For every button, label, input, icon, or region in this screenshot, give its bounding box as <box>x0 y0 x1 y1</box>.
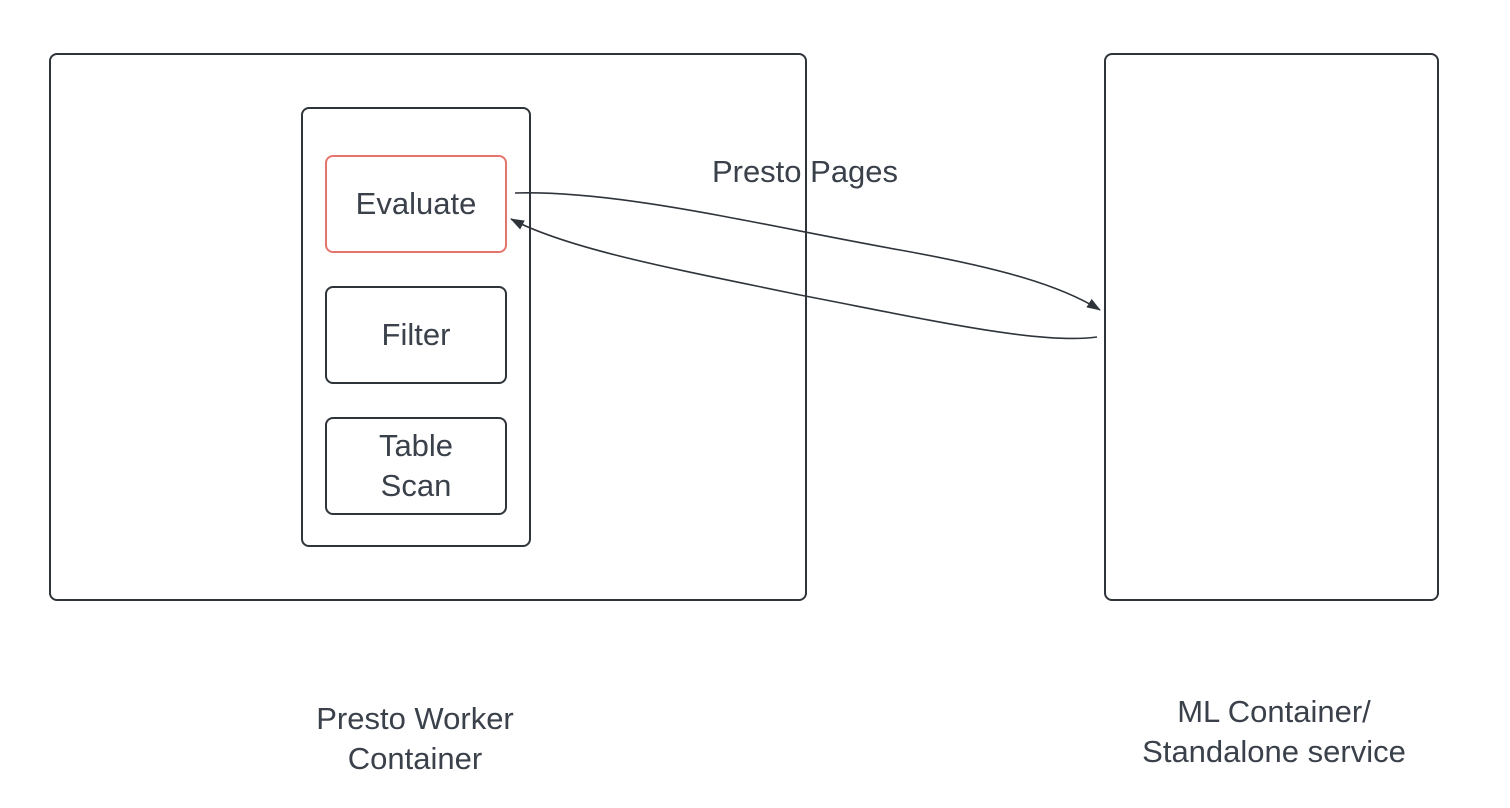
table-scan-operator[interactable]: Table Scan <box>325 417 507 515</box>
edge-label-presto-pages: Presto Pages <box>711 154 899 189</box>
evaluate-operator[interactable]: Evaluate <box>325 155 507 253</box>
table-scan-operator-label: Table Scan <box>378 428 454 503</box>
ml-container-caption: ML Container/ Standalone service <box>1142 694 1406 769</box>
filter-operator[interactable]: Filter <box>325 286 507 384</box>
ml-container[interactable] <box>1104 53 1439 601</box>
presto-worker-caption: Presto Worker Container <box>316 701 514 776</box>
filter-operator-label: Filter <box>381 317 451 352</box>
evaluate-operator-label: Evaluate <box>355 186 477 221</box>
